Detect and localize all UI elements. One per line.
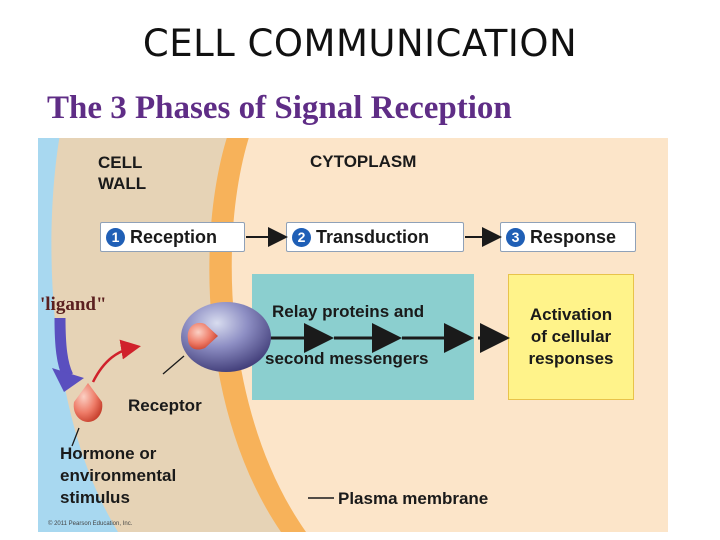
copyright-notice: © 2011 Pearson Education, Inc. [48, 521, 133, 527]
relay-proteins-label: Relay proteins and [272, 302, 425, 321]
ligand-arrow-head [52, 368, 84, 392]
signal-reception-figure: The 3 Phases of Signal Reception CELL WA… [38, 84, 668, 532]
phase-number-badge: 3 [506, 227, 525, 247]
phase-response: 3 Response [500, 222, 636, 252]
ligand-arrow-shaft [54, 317, 74, 379]
ligand-label: 'ligand" [40, 294, 107, 315]
title-band [38, 84, 668, 138]
receptor-label: Receptor [128, 396, 202, 415]
diagram-shapes [52, 227, 510, 499]
phase-reception: 1 Reception [100, 222, 245, 252]
receptor-leader-line [162, 355, 185, 375]
stimulus-leader-line [71, 427, 80, 447]
phase-number-badge: 1 [106, 227, 125, 247]
response-text: Activation of cellular responses [528, 305, 614, 368]
binding-arrow [91, 339, 141, 383]
cytoplasm-label: CYTOPLASM [310, 152, 417, 171]
slide-title: CELL COMMUNICATION [142, 22, 578, 65]
phase-number-badge: 2 [292, 227, 311, 247]
stimulus-label: Hormone or environmental stimulus [60, 444, 177, 507]
receptor-protein [181, 302, 271, 372]
plasma-membrane-label: Plasma membrane [338, 489, 489, 508]
phase-label: Response [530, 226, 617, 247]
hormone-ligand [73, 383, 103, 422]
exterior-region [38, 134, 118, 532]
cell-wall-label: CELL WALL [98, 153, 147, 193]
cell-wall-region [38, 134, 281, 532]
bound-ligand [187, 322, 218, 350]
phase-label: Reception [130, 226, 218, 247]
figure-title: The 3 Phases of Signal Reception [47, 90, 512, 126]
response-box [508, 274, 634, 400]
second-messengers-label: second messengers [265, 349, 429, 368]
phase-transduction: 2 Transduction [286, 222, 464, 252]
phase-label: Transduction [316, 226, 430, 247]
